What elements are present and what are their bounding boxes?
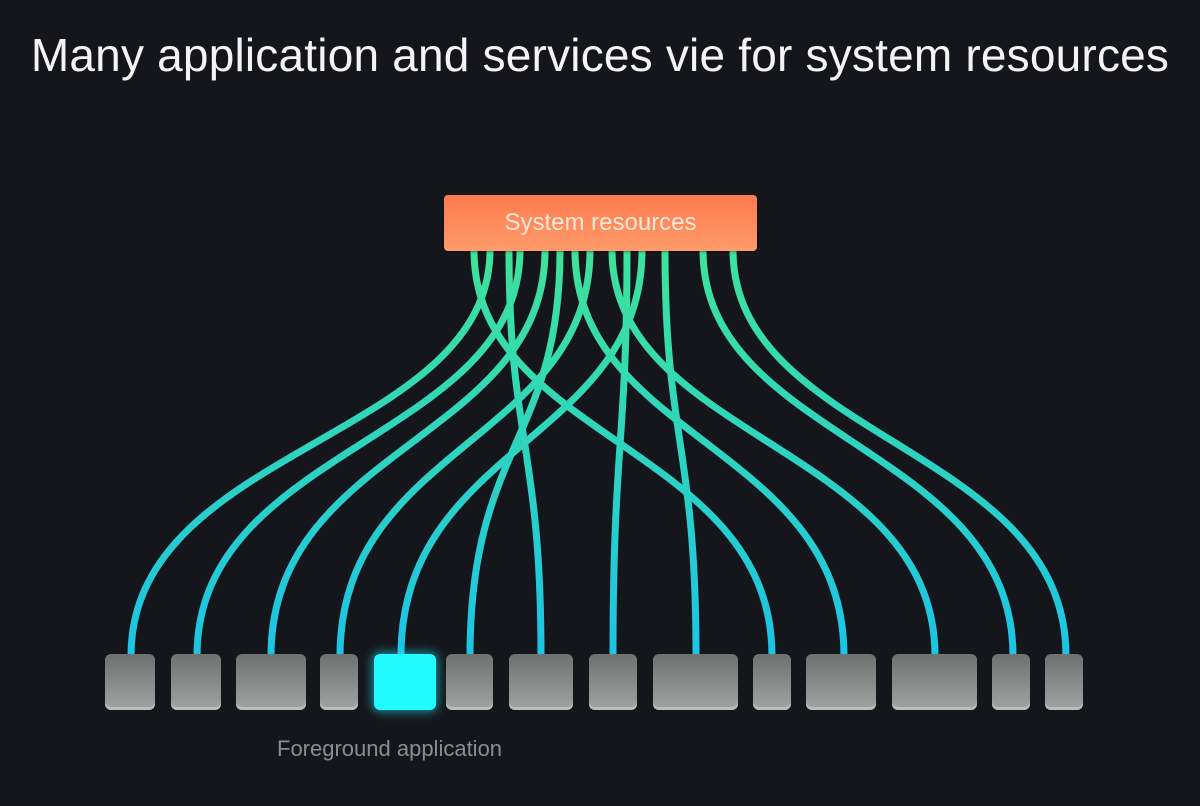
system-resources-label: System resources — [504, 209, 697, 236]
app-block[interactable] — [753, 654, 791, 710]
app-block[interactable] — [236, 654, 306, 710]
connection-link — [608, 249, 939, 657]
connection-link — [127, 249, 494, 657]
connection-link — [661, 249, 700, 657]
connection-link — [505, 249, 545, 657]
app-block[interactable] — [992, 654, 1030, 710]
app-block[interactable] — [589, 654, 637, 710]
foreground-application-label: Foreground application — [277, 736, 503, 761]
connection-link — [699, 249, 1017, 657]
app-block[interactable] — [509, 654, 573, 710]
foreground-app-block[interactable] — [374, 654, 436, 710]
connection-link — [336, 249, 594, 657]
connection-link — [397, 249, 646, 657]
connection-link — [470, 249, 776, 657]
app-block[interactable] — [320, 654, 358, 710]
connection-link — [729, 249, 1070, 657]
connection-link — [466, 249, 564, 657]
app-block[interactable] — [171, 654, 221, 710]
app-block[interactable] — [1045, 654, 1083, 710]
connection-link — [193, 249, 524, 657]
system-resources-box[interactable]: System resources — [444, 195, 757, 251]
app-block[interactable] — [653, 654, 738, 710]
app-block[interactable] — [446, 654, 493, 710]
connection-link — [571, 249, 848, 657]
app-block[interactable] — [892, 654, 977, 710]
app-block[interactable] — [105, 654, 155, 710]
page-title: Many application and services vie for sy… — [30, 29, 1170, 81]
app-block[interactable] — [806, 654, 876, 710]
connection-link — [267, 249, 549, 657]
